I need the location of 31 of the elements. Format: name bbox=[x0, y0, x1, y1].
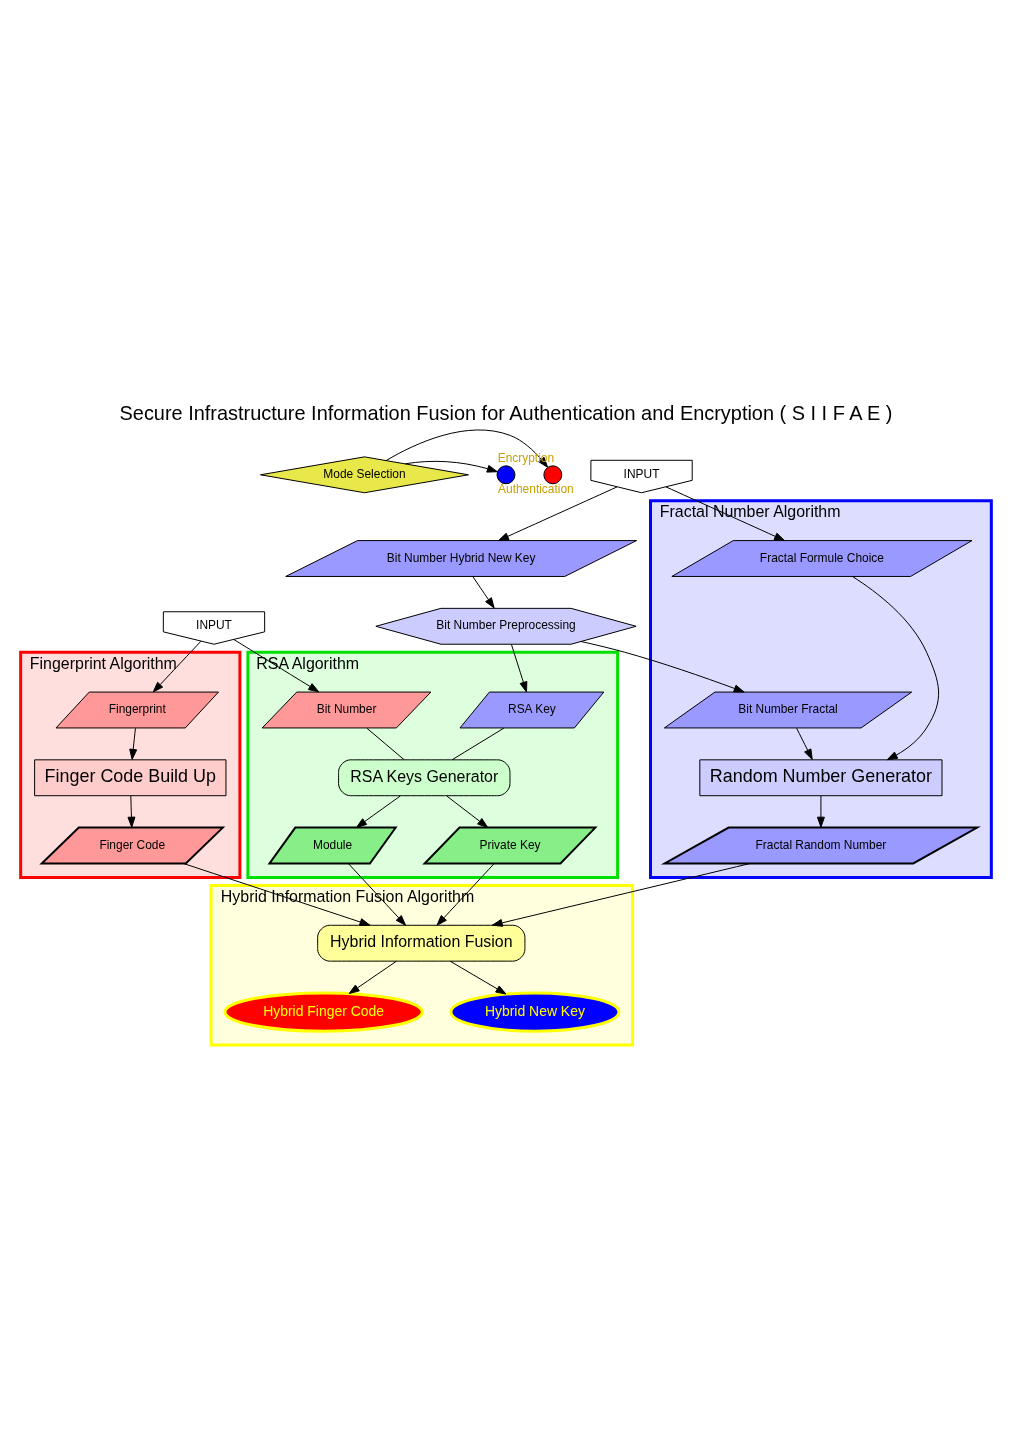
arrow bbox=[511, 643, 528, 692]
arrow bbox=[348, 960, 397, 994]
node-circle bbox=[496, 464, 516, 484]
arrow bbox=[347, 862, 407, 926]
arrow bbox=[129, 727, 138, 760]
arrow bbox=[796, 727, 813, 760]
arrow bbox=[446, 795, 489, 828]
arrow bbox=[580, 640, 745, 693]
node-box: Finger Code Build Up bbox=[34, 758, 227, 796]
node-diamond: Mode Selection bbox=[260, 455, 469, 493]
node-ellipse: Hybrid New Key bbox=[449, 990, 621, 1033]
node-ellipse: Hybrid Finger Code bbox=[223, 990, 424, 1033]
node-circle bbox=[543, 464, 563, 484]
connector bbox=[451, 727, 505, 760]
arrow bbox=[127, 795, 136, 828]
arrow bbox=[356, 795, 401, 828]
node-box: Random Number Generator bbox=[699, 758, 943, 796]
arrow bbox=[851, 575, 940, 760]
arrow bbox=[665, 485, 785, 541]
arrow bbox=[472, 575, 495, 608]
node-box: Hybrid Information Fusion bbox=[317, 924, 526, 962]
arrow bbox=[152, 640, 202, 692]
diagram-title: Secure Infrastructure Information Fusion for Authentication and Encryption ( S I I F A E ) bbox=[119, 401, 893, 424]
arrow bbox=[498, 485, 618, 541]
arrow bbox=[404, 460, 498, 473]
node-box: RSA Keys Generator bbox=[338, 758, 511, 796]
connector bbox=[366, 727, 405, 760]
arrow bbox=[449, 960, 507, 995]
arrow bbox=[816, 795, 825, 828]
arrow bbox=[183, 862, 371, 926]
node-label: Authentication bbox=[498, 481, 574, 496]
